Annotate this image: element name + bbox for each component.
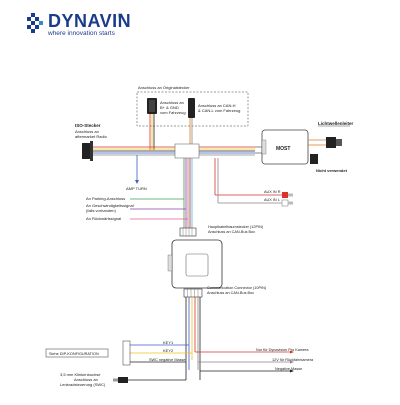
amp-turn-label: AMP TURN: [126, 186, 147, 191]
rear-view-label: 12V für Rückfahrkamera: [272, 358, 314, 362]
key1-label: KEY1: [163, 340, 174, 345]
aux-r-label: AUX IN R: [264, 190, 281, 194]
can-connector-icon: [188, 98, 195, 118]
most-module-icon: [261, 129, 309, 165]
brand-name: DYNAVIN: [48, 11, 131, 31]
jack-label-2: Anschluss an: [74, 377, 98, 382]
camera-label: Nur für Dynavision Pro Kamera: [256, 348, 309, 352]
iso-title: ISO-Stecker: [75, 123, 101, 128]
main-harness-label-2: Anschluss an CAN-Bus Box: [208, 230, 255, 234]
can-label-2: & CAN-L vom Fahrzeug: [198, 108, 240, 113]
bottom-wires: [130, 297, 290, 380]
iso-connector-icon: [82, 141, 93, 161]
bplus-gnd-label-1: Anschluss an: [160, 100, 184, 105]
harness-junction: [174, 143, 200, 159]
fiber-optic-connector-icon: [308, 137, 342, 148]
jack-label-3: Lenkradsteuerung (SWC): [60, 382, 106, 387]
original-socket-frame: [136, 91, 249, 127]
can-label-1: Anschluss an CAN-H: [198, 103, 236, 108]
can-bus-box-icon: [167, 239, 223, 289]
not-used-label: Nicht verwendet: [316, 168, 348, 173]
iso-label-1: Anschluss an: [75, 129, 99, 134]
main-harness: [93, 146, 255, 156]
comm-label-1: Communication Connector (10PIN): [207, 286, 267, 290]
bplus-gnd-label-2: B+ & GND: [160, 105, 179, 110]
main-harness-connector-icon: [179, 227, 197, 237]
not-used-connector-icon: [310, 154, 318, 164]
key2-label: KEY2: [163, 348, 174, 353]
brand-tagline: where innovation starts: [47, 30, 116, 37]
speed-label-2: (falls vorhanden): [86, 208, 116, 213]
comm-label-2: Anschluss an CAN-Bus Box: [207, 291, 254, 295]
aux-l-label: AUX IN L: [264, 198, 280, 202]
dip-config-label: Siehe DIP-KONFIGURATION: [49, 352, 99, 356]
bplus-gnd-label-3: vom Fahrzeug: [160, 110, 186, 115]
original-socket-label: Anschluss an Originalstecker: [138, 85, 190, 90]
reverse-label: An Rückwärtssignal: [86, 216, 121, 221]
neg-ground-label: Negative Masse: [275, 367, 302, 371]
brand-registered: ®: [118, 13, 123, 20]
rca-plug-icon: [281, 192, 293, 207]
parking-label: An Parking-Anschluss: [86, 196, 125, 201]
dynavin-logo-icon: [27, 13, 43, 33]
signal-wires: [130, 158, 193, 235]
iso-label-2: aftermarket Radio: [75, 134, 108, 139]
dip-config-box: [45, 348, 109, 358]
most-label: MOST: [276, 146, 290, 152]
aux-wires: [214, 158, 282, 204]
fiber-optic-label: Lichtwellenleiter: [318, 121, 354, 126]
comm-connector-icon: [183, 288, 203, 298]
jack-label-1: 3,5 mm Klinkenbuchse: [60, 372, 101, 377]
dip-connector-icon: [122, 340, 131, 366]
audio-jack-icon: [113, 377, 186, 383]
main-harness-label-1: Hauptkabelbaumstecker (12PIN): [208, 225, 264, 229]
speed-label-1: An Geschwindigkeitssignal: [86, 203, 134, 208]
swc-ground-label: SWC negative Masse: [149, 358, 186, 362]
